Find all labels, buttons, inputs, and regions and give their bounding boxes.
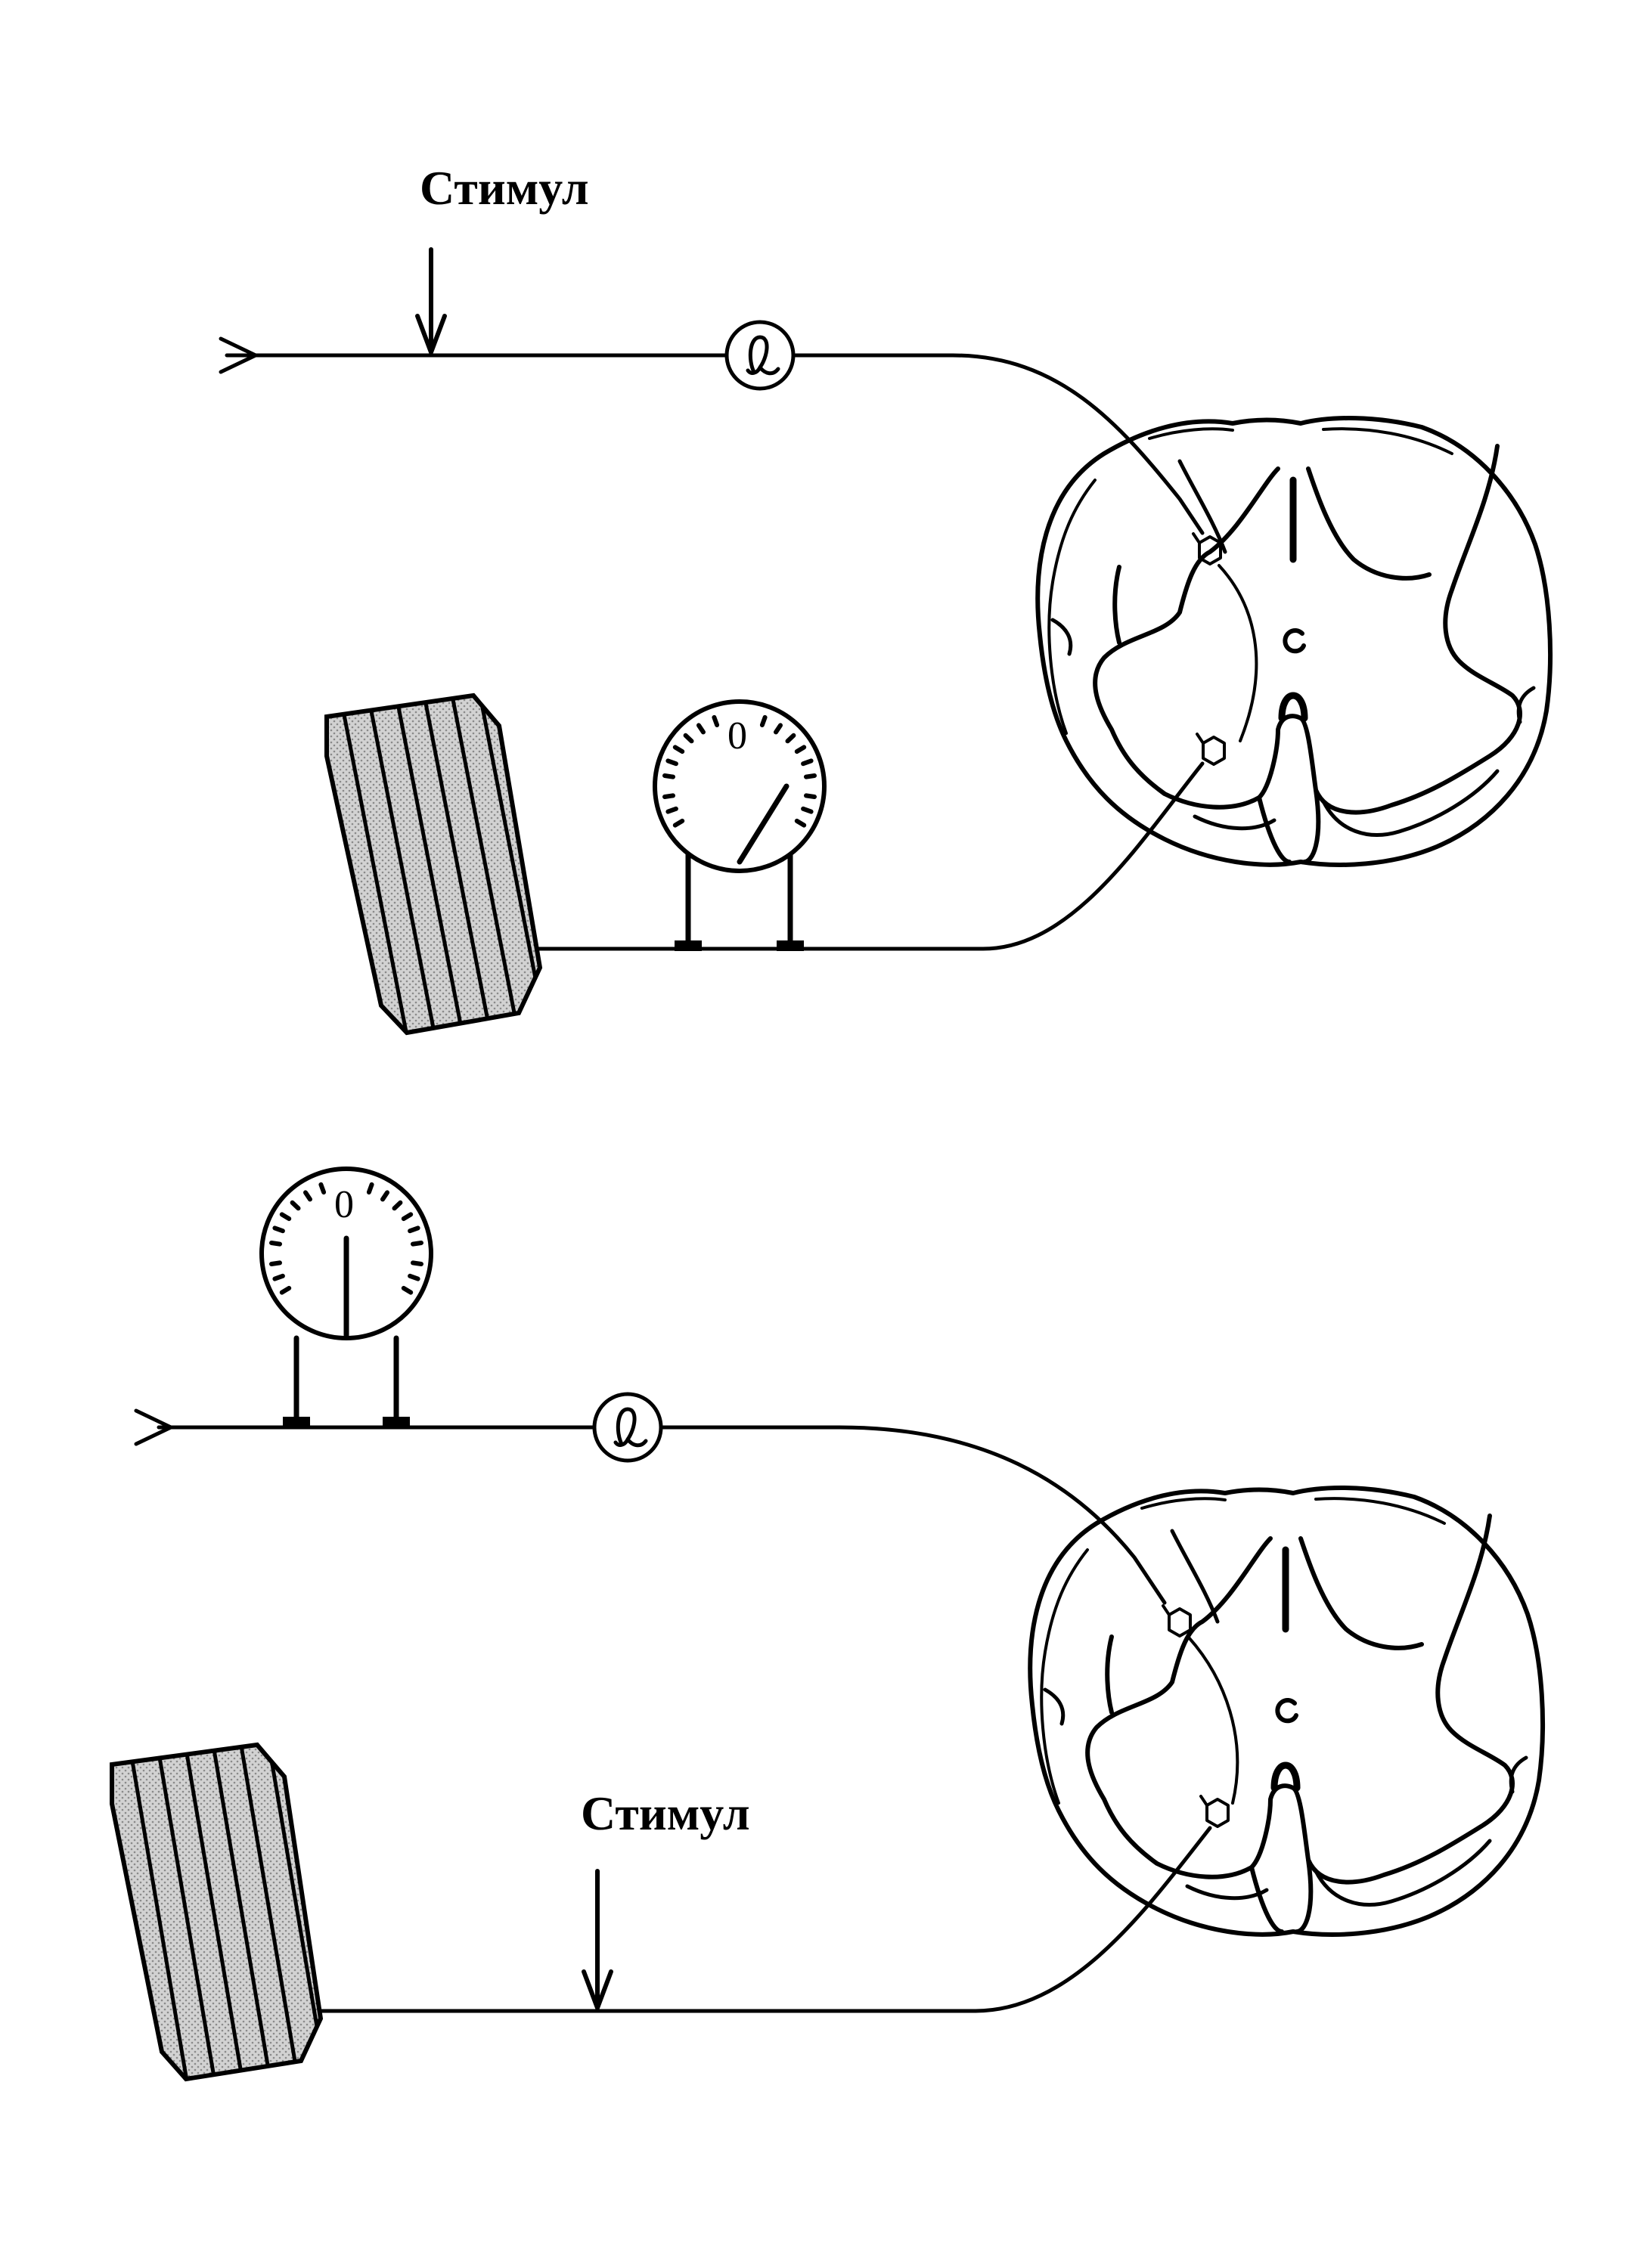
bottom-panel: 0 Стимул: [110, 1169, 1543, 2082]
top-meter-needle: [737, 783, 789, 865]
bottom-efferent-fiber: [300, 1826, 1212, 2013]
top-ganglion: [727, 322, 793, 389]
bottom-afferent-arrowhead: [134, 1408, 173, 1446]
top-interneuron-link: [1218, 564, 1258, 742]
top-spinal-cord: [1038, 418, 1550, 865]
top-motor-neuron-icon: [1196, 733, 1226, 766]
bottom-sensory-neuron-icon: [1162, 1604, 1192, 1637]
top-stimulus-arrow: [415, 247, 447, 355]
bottom-muscle-icon: [110, 1742, 324, 2082]
bottom-spinal-cord: [1030, 1488, 1543, 1935]
bottom-interneuron-link: [1187, 1636, 1239, 1805]
top-afferent-arrowhead: [219, 336, 258, 374]
top-muscle-icon: [324, 692, 543, 1036]
top-panel: Стимул 0: [219, 161, 1550, 1036]
bottom-meter: 0: [262, 1169, 431, 1427]
bottom-stimulus-arrow: [582, 1869, 613, 2010]
bottom-motor-neuron-icon: [1199, 1795, 1230, 1828]
top-meter-zero: 0: [727, 714, 747, 758]
top-efferent-fiber: [421, 761, 1205, 951]
top-afferent-fiber: [225, 353, 1205, 535]
bottom-afferent-fiber: [157, 1425, 1167, 1605]
bottom-stimulus-label: Стимул: [581, 1786, 750, 1840]
top-stimulus-label: Стимул: [420, 161, 589, 215]
top-meter: 0: [655, 702, 824, 951]
bottom-meter-zero: 0: [334, 1183, 354, 1226]
bottom-ganglion: [594, 1394, 661, 1461]
